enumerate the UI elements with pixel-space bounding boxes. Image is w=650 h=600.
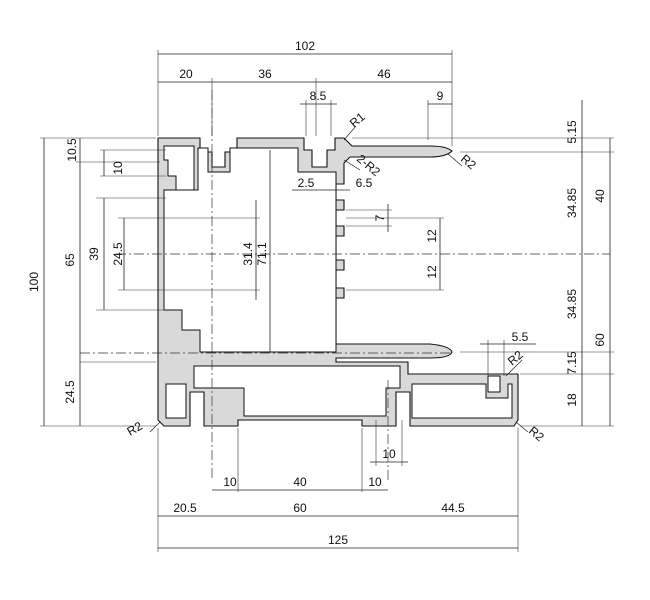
dim-left-24-5: 24.5 <box>63 380 77 404</box>
dim-bottom-10-a: 10 <box>223 475 237 489</box>
dim-right-40: 40 <box>593 189 607 203</box>
dim-top-overall: 102 <box>295 39 315 53</box>
dim-bottom-20-5: 20.5 <box>173 501 197 515</box>
dim-center-71-1: 71.1 <box>255 242 269 266</box>
dim-left-39: 39 <box>87 247 101 261</box>
dim-bottom-40: 40 <box>293 475 307 489</box>
radius-r2-top: R2 <box>458 152 479 173</box>
dim-right-5-15: 5.15 <box>565 120 579 144</box>
dim-center-6-5: 6.5 <box>356 176 373 190</box>
dim-bottom-overall: 125 <box>328 533 348 547</box>
radius-r2-bottom-left: R2 <box>125 419 146 439</box>
dim-bottom-60: 60 <box>293 501 307 515</box>
dim-top-20: 20 <box>179 67 193 81</box>
dim-left-100: 100 <box>27 272 41 292</box>
bottom-dimensions: 10 10 40 10 20.5 60 44.5 125 <box>157 420 519 552</box>
dim-right-60: 60 <box>593 333 607 347</box>
dim-left-24-5-inner: 24.5 <box>111 242 125 266</box>
dim-right-34-85-a: 34.85 <box>565 188 579 218</box>
dim-left-10: 10 <box>111 161 125 175</box>
dim-bottom-10-c: 10 <box>382 447 396 461</box>
dim-right-7-15: 7.15 <box>565 351 579 375</box>
dim-center-31-4: 31.4 <box>241 242 255 266</box>
dim-bottom-44-5: 44.5 <box>441 501 465 515</box>
radius-r1: R1 <box>347 110 368 131</box>
aluminium-profile <box>157 137 519 427</box>
dim-top-36: 36 <box>258 67 272 81</box>
dim-right-18: 18 <box>565 393 579 407</box>
dim-bottom-10-b: 10 <box>368 475 382 489</box>
right-dimensions: 5.15 40 34.85 34.85 60 5.5 7.15 18 <box>352 100 614 427</box>
dim-left-65: 65 <box>63 253 77 267</box>
dim-center-12-b: 12 <box>425 265 439 279</box>
dim-right-34-85-b: 34.85 <box>565 289 579 319</box>
center-dimensions: 31.4 71.1 2.5 6.5 7 12 12 <box>241 150 444 352</box>
dim-top-9: 9 <box>437 89 444 103</box>
dim-top-8-5: 8.5 <box>310 89 327 103</box>
radius-r2-right: R2 <box>505 348 526 369</box>
center-lines <box>80 90 610 480</box>
dim-right-5-5: 5.5 <box>512 330 529 344</box>
top-dimensions: 102 20 36 46 8.5 9 <box>157 39 453 146</box>
dim-center-12-a: 12 <box>425 229 439 243</box>
left-dimensions: 10.5 10 100 65 39 24.5 24.5 <box>27 137 260 427</box>
dim-top-46: 46 <box>377 67 391 81</box>
dim-center-2-5: 2.5 <box>298 176 315 190</box>
radius-r2-bottom-right: R2 <box>526 424 547 445</box>
dim-left-10-5: 10.5 <box>65 138 79 162</box>
